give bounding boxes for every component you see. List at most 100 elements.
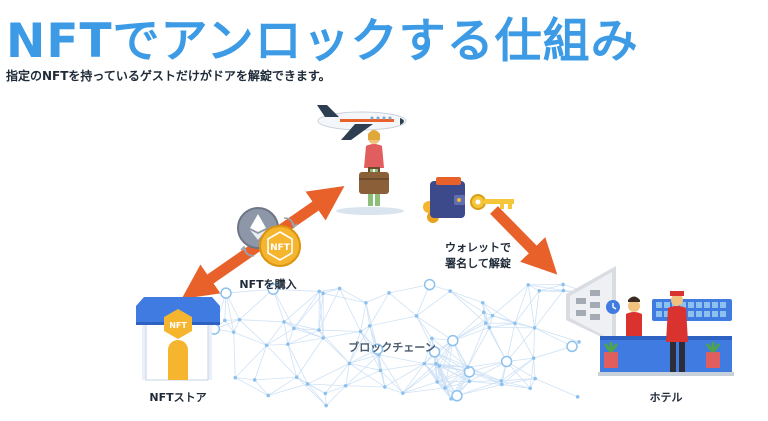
network-link (325, 385, 346, 394)
network-node (513, 321, 517, 326)
network-link (378, 354, 404, 394)
network-link (378, 354, 425, 364)
network-node (266, 393, 271, 398)
page-title: NFTでアンロックする仕組み (6, 14, 639, 69)
network-user-node (566, 340, 578, 353)
network-node (292, 326, 296, 331)
network-link (467, 327, 490, 368)
network-link (527, 284, 536, 328)
blockchain-label: ブロックチェーン (348, 341, 436, 354)
network-node (532, 326, 537, 330)
network-link (514, 284, 529, 324)
network-link (324, 393, 327, 406)
network-link (380, 370, 386, 388)
network-link (500, 357, 534, 382)
network-node (364, 300, 368, 305)
network-user-node (447, 334, 459, 347)
network-link (293, 328, 324, 339)
network-link (528, 284, 564, 291)
hotel-icon (566, 266, 734, 376)
wallet-label-line1: ウォレットで (445, 241, 511, 254)
network-link (235, 377, 269, 396)
network-node (264, 343, 269, 348)
network-node (358, 329, 363, 334)
network-link (307, 383, 326, 394)
network-node (347, 361, 352, 366)
network-link (235, 377, 255, 381)
store-nft-badge: NFT (169, 321, 187, 330)
network-link (424, 363, 438, 383)
network-node (437, 364, 442, 368)
wallet-hotel-arrow (490, 206, 558, 275)
network-link (436, 340, 454, 383)
network-link (268, 376, 297, 396)
network-node (533, 376, 537, 381)
network-node (222, 318, 227, 323)
hotel-label: ホテル (649, 391, 683, 404)
network-link (339, 288, 361, 332)
network-link (449, 290, 484, 313)
network-link (452, 315, 493, 341)
network-link (437, 380, 470, 383)
blockchain-network (208, 278, 593, 408)
network-link (254, 376, 297, 381)
network-link (534, 327, 573, 347)
network-node (387, 291, 391, 295)
network-link (529, 378, 536, 389)
network-link (266, 343, 288, 346)
network-link (287, 329, 320, 345)
network-link (416, 315, 435, 353)
network-link (402, 387, 446, 394)
network-node (448, 289, 452, 293)
network-link (467, 323, 487, 368)
network-link (365, 292, 390, 304)
network-link (529, 358, 535, 389)
network-link (514, 290, 540, 324)
network-node (321, 336, 326, 340)
network-node (499, 379, 504, 383)
network-link (239, 288, 274, 320)
network-node (324, 403, 328, 408)
network-link (268, 383, 308, 396)
network-link (501, 357, 534, 385)
airplane-icon (317, 105, 407, 140)
network-link (380, 363, 425, 371)
network-link (482, 302, 493, 316)
network-link (539, 284, 564, 292)
network-link (533, 346, 573, 359)
network-link (266, 345, 298, 378)
network-node (430, 336, 434, 341)
network-node (337, 286, 342, 291)
network-link (369, 292, 390, 327)
nft-coin-icon: NFT (259, 225, 301, 267)
network-link (318, 329, 361, 332)
network-node (466, 365, 470, 370)
page-subtitle: 指定のNFTを持っているゲストだけがドアを解錠できます。 (6, 69, 331, 83)
network-node (317, 328, 321, 332)
network-link (416, 315, 454, 341)
network-link (349, 331, 361, 364)
network-link (319, 288, 340, 292)
network-link (469, 361, 507, 382)
network-link (492, 315, 535, 329)
network-link (501, 380, 531, 389)
network-link (296, 376, 327, 406)
network-node (414, 314, 419, 318)
network-link (492, 284, 529, 316)
network-link (488, 315, 493, 328)
network-link (339, 288, 367, 304)
network-link (254, 379, 269, 396)
network-user-node (463, 366, 476, 378)
network-link (450, 290, 483, 304)
network-link (224, 319, 240, 321)
network-node (286, 342, 290, 347)
network-node (321, 291, 325, 296)
network-link (325, 385, 346, 406)
network-user-node (371, 343, 384, 355)
network-link (424, 363, 468, 368)
network-link (283, 321, 320, 331)
network-link (534, 290, 540, 328)
network-link (445, 380, 470, 389)
network-node (449, 397, 453, 401)
network-link (438, 365, 458, 396)
